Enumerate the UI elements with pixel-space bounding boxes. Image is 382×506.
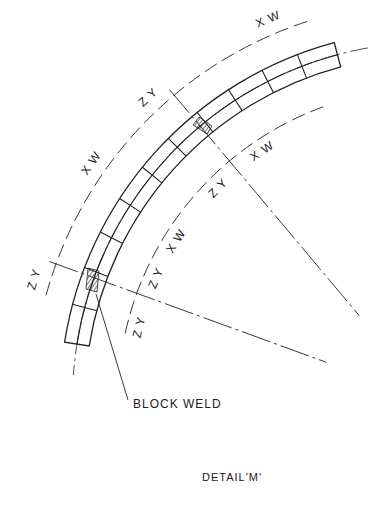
block-weld xyxy=(86,268,99,292)
joint-mark: X W xyxy=(163,226,188,256)
joint-mark: Z Y xyxy=(146,265,167,291)
block-course-line xyxy=(77,55,338,344)
block-joints xyxy=(73,55,307,311)
callout-label: BLOCK WELD xyxy=(132,398,223,410)
block-ring xyxy=(65,43,341,346)
joint-mark: X W xyxy=(253,8,283,30)
joint-mark: Z Y xyxy=(130,315,147,341)
radial-line xyxy=(170,90,360,316)
joint-mark: Z Y xyxy=(25,266,43,292)
outer-dashed-arc xyxy=(46,22,307,298)
leader-line xyxy=(96,294,128,400)
joint-mark: X W xyxy=(247,139,277,164)
joint-mark: X W xyxy=(78,148,104,178)
block-weld xyxy=(193,117,212,134)
joint-mark: Z Y xyxy=(135,85,160,110)
radial-line xyxy=(49,262,326,363)
joint-mark: Z Y xyxy=(205,175,230,200)
detail-caption: DETAIL'M' xyxy=(201,472,263,483)
inner-dashed-arc xyxy=(125,107,323,335)
centre-line xyxy=(73,48,368,375)
